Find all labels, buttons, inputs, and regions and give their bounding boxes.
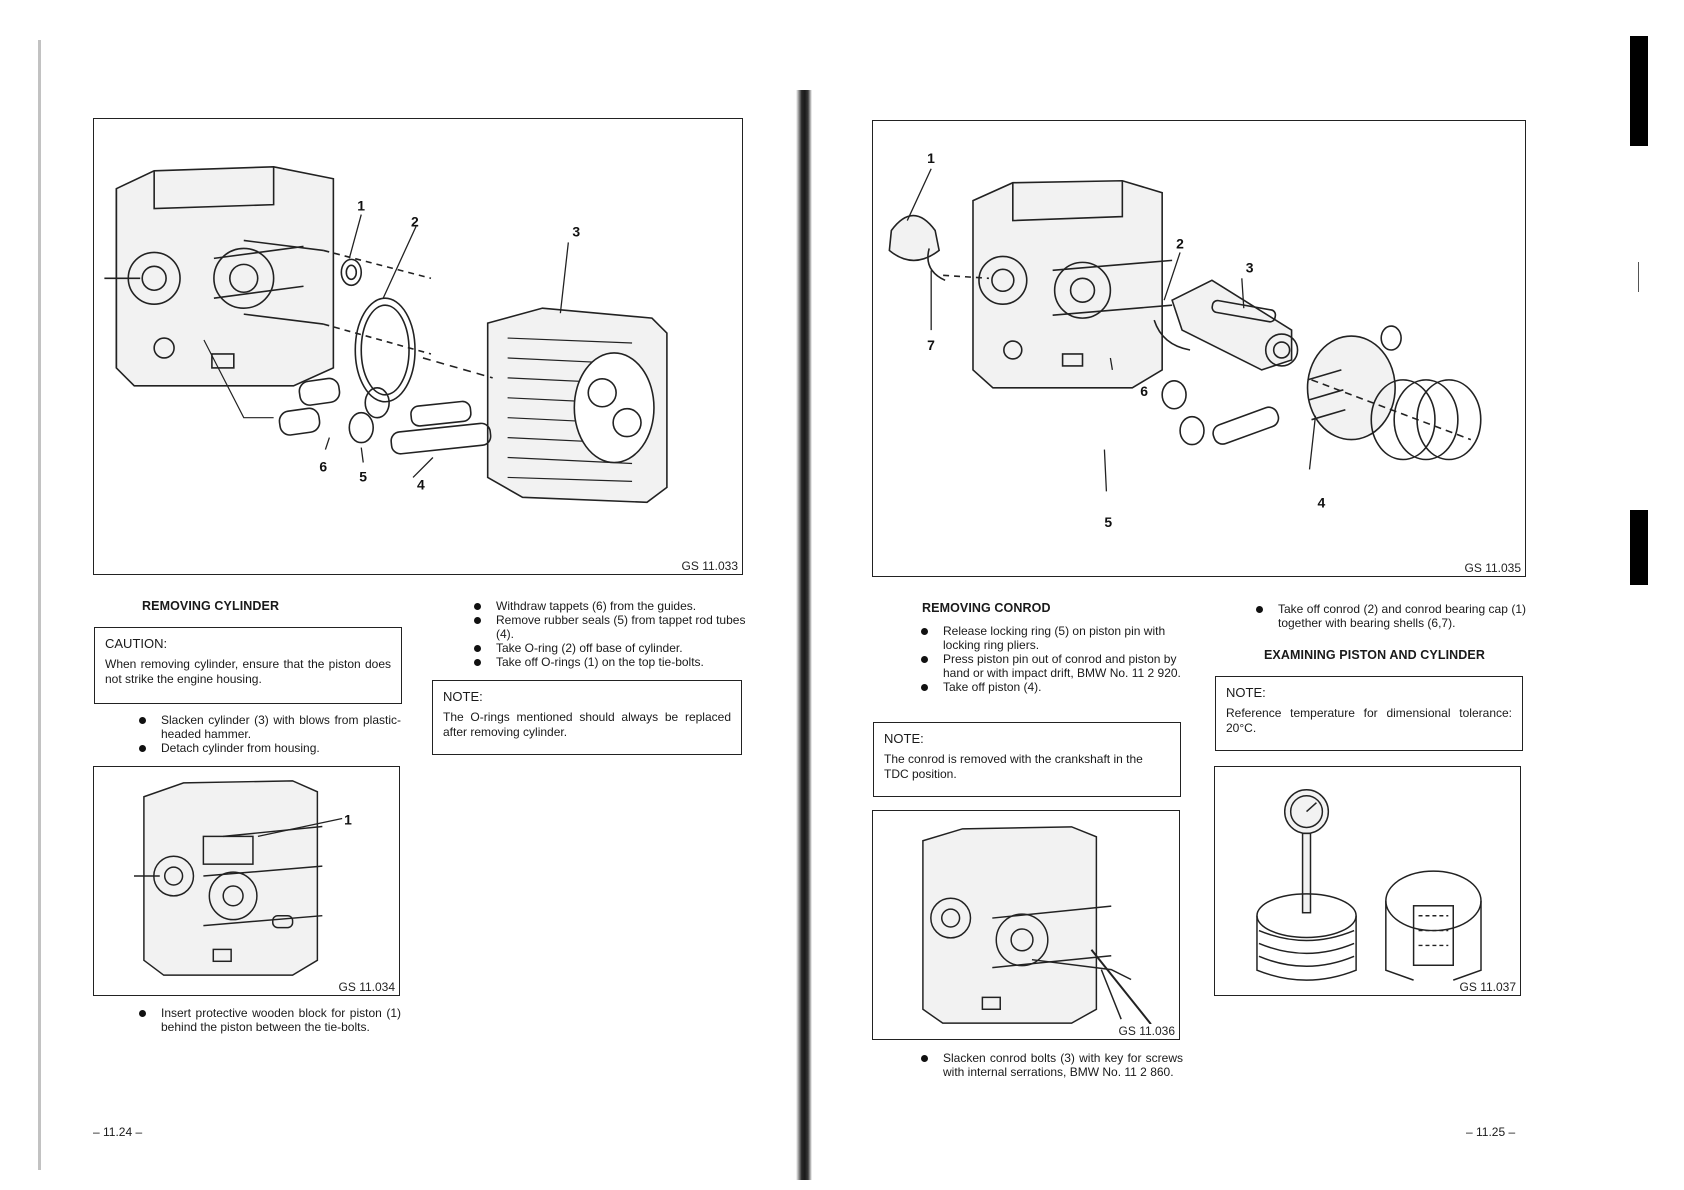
callout-3: 3 (572, 223, 580, 239)
caution-box: CAUTION: When removing cylinder, ensure … (94, 627, 402, 704)
engine-block-drawing: 1 (133, 780, 352, 976)
callout-2: 2 (411, 214, 419, 230)
conrod-bolts-drawing (922, 826, 1152, 1025)
figure-removing-conrod: 1 2 3 4 5 6 7 GS 11.035 (872, 120, 1526, 577)
note-text: Reference temperature for dimensional to… (1226, 706, 1512, 735)
bullet-list-a: Release locking ring (5) on piston pin w… (915, 624, 1187, 694)
bullet-list-b: Insert protective wooden block for pisto… (133, 1006, 401, 1034)
list-item: Withdraw tappets (6) from the guides. (468, 599, 748, 613)
page-number-left: – 11.24 – (93, 1125, 143, 1139)
list-item: Release locking ring (5) on piston pin w… (915, 624, 1187, 652)
page-number-right: – 11.25 – (1466, 1125, 1516, 1139)
heading-examining-piston: EXAMINING PISTON AND CYLINDER (1264, 648, 1485, 662)
figure-label: GS 11.033 (679, 559, 740, 573)
callout-4: 4 (417, 476, 425, 492)
page-gutter (796, 90, 812, 1180)
callout-5: 5 (1104, 514, 1112, 530)
right-edge-mark-bottom (1630, 510, 1648, 585)
callout-1: 1 (927, 150, 935, 166)
cylinder-exploded-drawing: 1 2 3 4 5 6 (104, 165, 668, 504)
note-title: NOTE: (1226, 685, 1266, 700)
callout-5: 5 (359, 468, 367, 484)
list-item: Take off conrod (2) and conrod bearing c… (1250, 602, 1526, 630)
note-box: NOTE: The conrod is removed with the cra… (873, 722, 1181, 797)
callout-4: 4 (1317, 494, 1325, 510)
list-item: Detach cylinder from housing. (133, 741, 401, 755)
right-edge-mark-top (1630, 36, 1648, 146)
note-text: The conrod is removed with the crankshaf… (884, 752, 1143, 781)
left-edge-shadow (38, 40, 41, 1170)
callout-6: 6 (319, 458, 327, 474)
list-item: Insert protective wooden block for pisto… (133, 1006, 401, 1034)
figure-label: GS 11.036 (1116, 1024, 1177, 1038)
conrod-exploded-drawing: 1 2 3 4 5 6 7 (888, 150, 1482, 530)
note-box-2: NOTE: Reference temperature for dimensio… (1215, 676, 1523, 751)
figure-label: GS 11.034 (336, 980, 397, 994)
note-box: NOTE: The O-rings mentioned should alway… (432, 680, 742, 755)
bullet-list-c: Take off conrod (2) and conrod bearing c… (1250, 602, 1526, 630)
list-item: Take off O-rings (1) on the top tie-bolt… (468, 655, 748, 669)
callout-1: 1 (357, 198, 365, 214)
bullet-list-b: Slacken conrod bolts (3) with key for sc… (915, 1051, 1183, 1079)
figure-label: GS 11.037 (1457, 980, 1518, 994)
list-item: Slacken cylinder (3) with blows from pla… (133, 713, 401, 741)
list-item: Take O-ring (2) off base of cylinder. (468, 641, 748, 655)
callout-2: 2 (1176, 235, 1184, 251)
list-item: Slacken conrod bolts (3) with key for sc… (915, 1051, 1183, 1079)
bullet-list-c: Withdraw tappets (6) from the guides. Re… (468, 599, 748, 669)
figure-dial-gauge: GS 11.037 (1214, 766, 1521, 996)
caution-title: CAUTION: (105, 636, 168, 651)
list-item: Remove rubber seals (5) from tappet rod … (468, 613, 748, 641)
bullet-list-a: Slacken cylinder (3) with blows from pla… (133, 713, 401, 755)
callout-6: 6 (1140, 383, 1148, 399)
figure-label: GS 11.035 (1462, 561, 1523, 575)
figure-removing-cylinder: 1 2 3 4 5 6 GS 11.033 (93, 118, 743, 575)
callout-7: 7 (927, 337, 935, 353)
note-text: The O-rings mentioned should always be r… (443, 710, 731, 739)
list-item: Press piston pin out of conrod and pisto… (915, 652, 1187, 680)
note-title: NOTE: (884, 731, 924, 746)
heading-removing-cylinder: REMOVING CYLINDER (142, 599, 280, 613)
callout-1: 1 (344, 811, 352, 827)
heading-removing-conrod: REMOVING CONROD (922, 601, 1051, 615)
caution-text: When removing cylinder, ensure that the … (105, 657, 391, 686)
callout-3: 3 (1246, 259, 1254, 275)
figure-wooden-block: 1 GS 11.034 (93, 766, 400, 996)
figure-conrod-bolts: GS 11.036 (872, 810, 1180, 1040)
note-title: NOTE: (443, 689, 483, 704)
right-edge-tick (1638, 262, 1639, 292)
list-item: Take off piston (4). (915, 680, 1187, 694)
dial-gauge-drawing (1256, 789, 1482, 981)
